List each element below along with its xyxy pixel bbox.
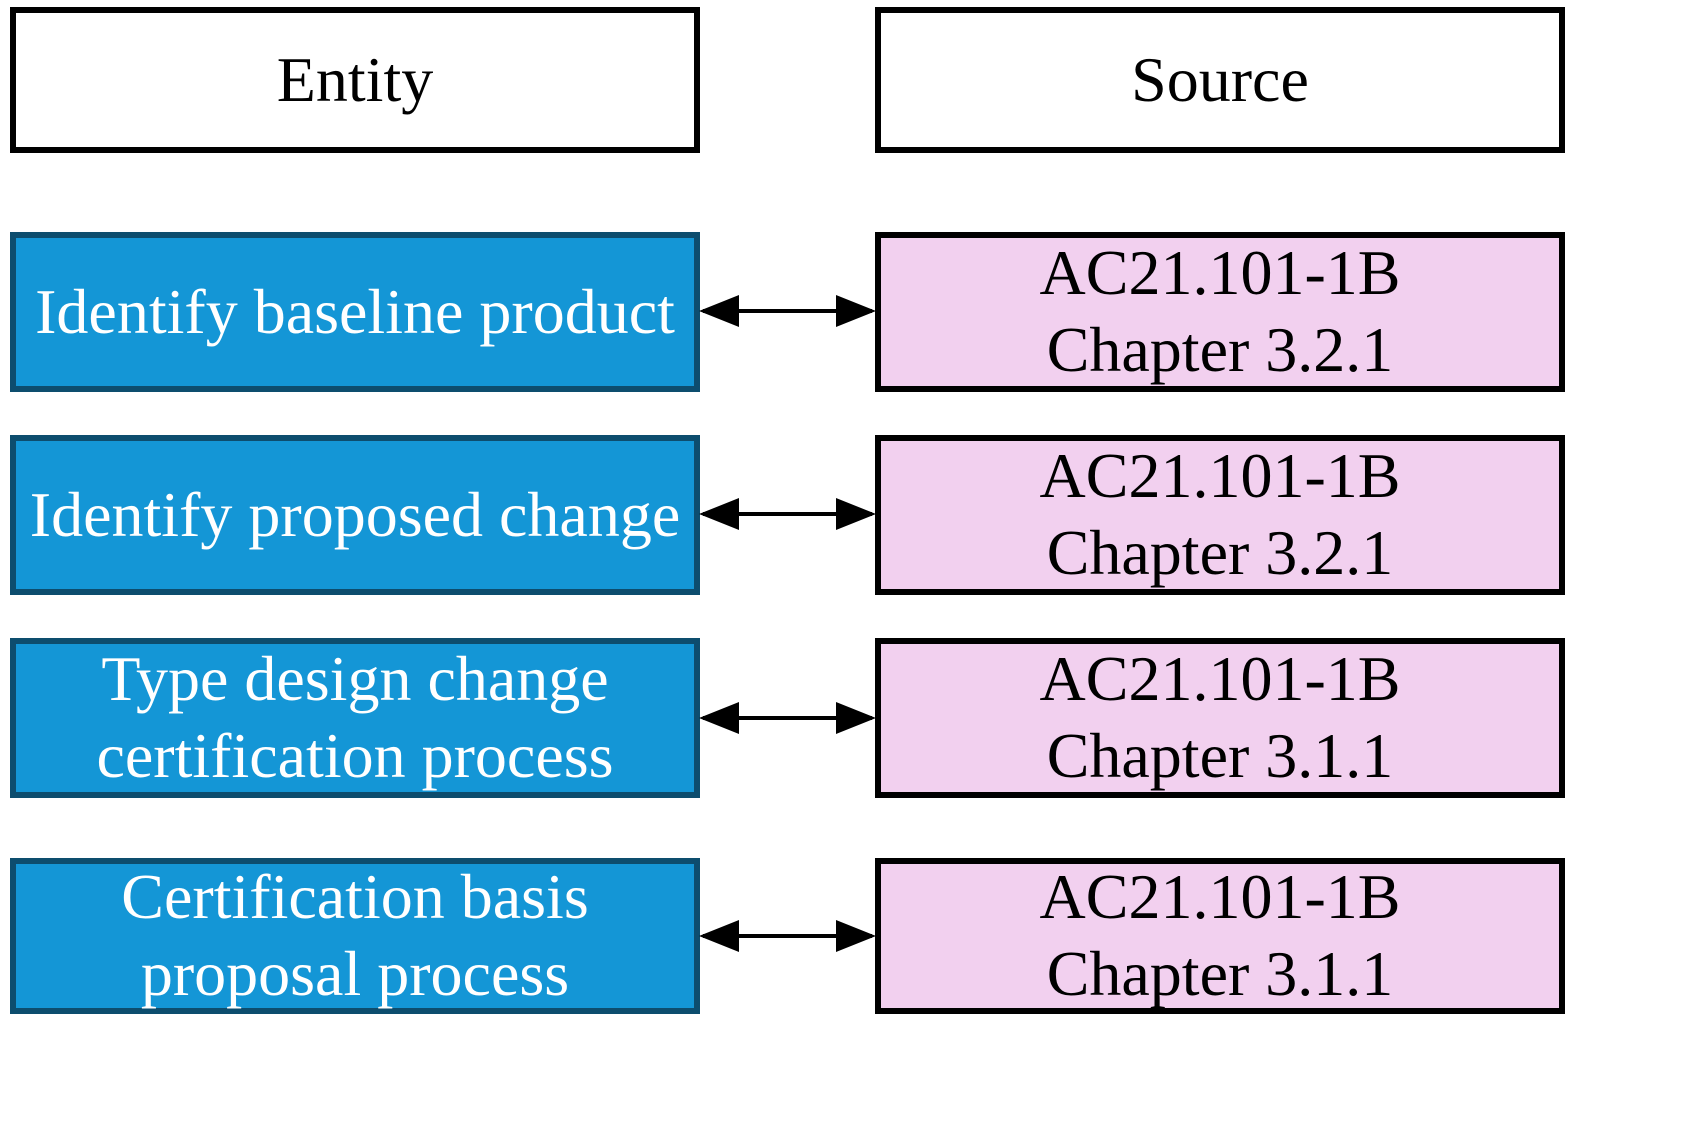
entity-label-line-1: Type design change: [101, 643, 609, 715]
entity-box-identify-proposed-change: Identify proposed change: [10, 435, 700, 595]
source-chapter-label: Chapter 3.1.1: [1046, 938, 1394, 1009]
source-document-label: AC21.101-1B: [1039, 861, 1401, 933]
source-box-row-2: AC21.101-1B Chapter 3.2.1: [875, 435, 1565, 595]
entity-label-line-2: proposal process: [140, 938, 570, 1009]
entity-label: Identify baseline product: [35, 275, 675, 347]
source-chapter-label: Chapter 3.2.1: [1046, 314, 1394, 385]
entity-label: Identify proposed change: [29, 478, 681, 550]
entity-header-label: Entity: [276, 43, 434, 115]
entity-header: Entity: [10, 7, 700, 153]
source-document-label: AC21.101-1B: [1039, 643, 1401, 715]
source-header: Source: [875, 7, 1565, 153]
source-header-label: Source: [1131, 43, 1309, 115]
source-chapter-label: Chapter 3.1.1: [1046, 720, 1394, 791]
source-box-row-1: AC21.101-1B Chapter 3.2.1: [875, 232, 1565, 392]
source-document-label: AC21.101-1B: [1039, 237, 1401, 309]
entity-box-certification-basis-proposal: Certification basis proposal process: [10, 858, 700, 1014]
source-document-label: AC21.101-1B: [1039, 440, 1401, 512]
entity-box-identify-baseline-product: Identify baseline product: [10, 232, 700, 392]
entity-box-type-design-change-certification: Type design change certification process: [10, 638, 700, 798]
source-box-row-3: AC21.101-1B Chapter 3.1.1: [875, 638, 1565, 798]
source-chapter-label: Chapter 3.2.1: [1046, 517, 1394, 588]
entity-label-line-1: Certification basis: [121, 861, 589, 933]
entity-label-line-2: certification process: [96, 720, 614, 791]
source-box-row-4: AC21.101-1B Chapter 3.1.1: [875, 858, 1565, 1014]
